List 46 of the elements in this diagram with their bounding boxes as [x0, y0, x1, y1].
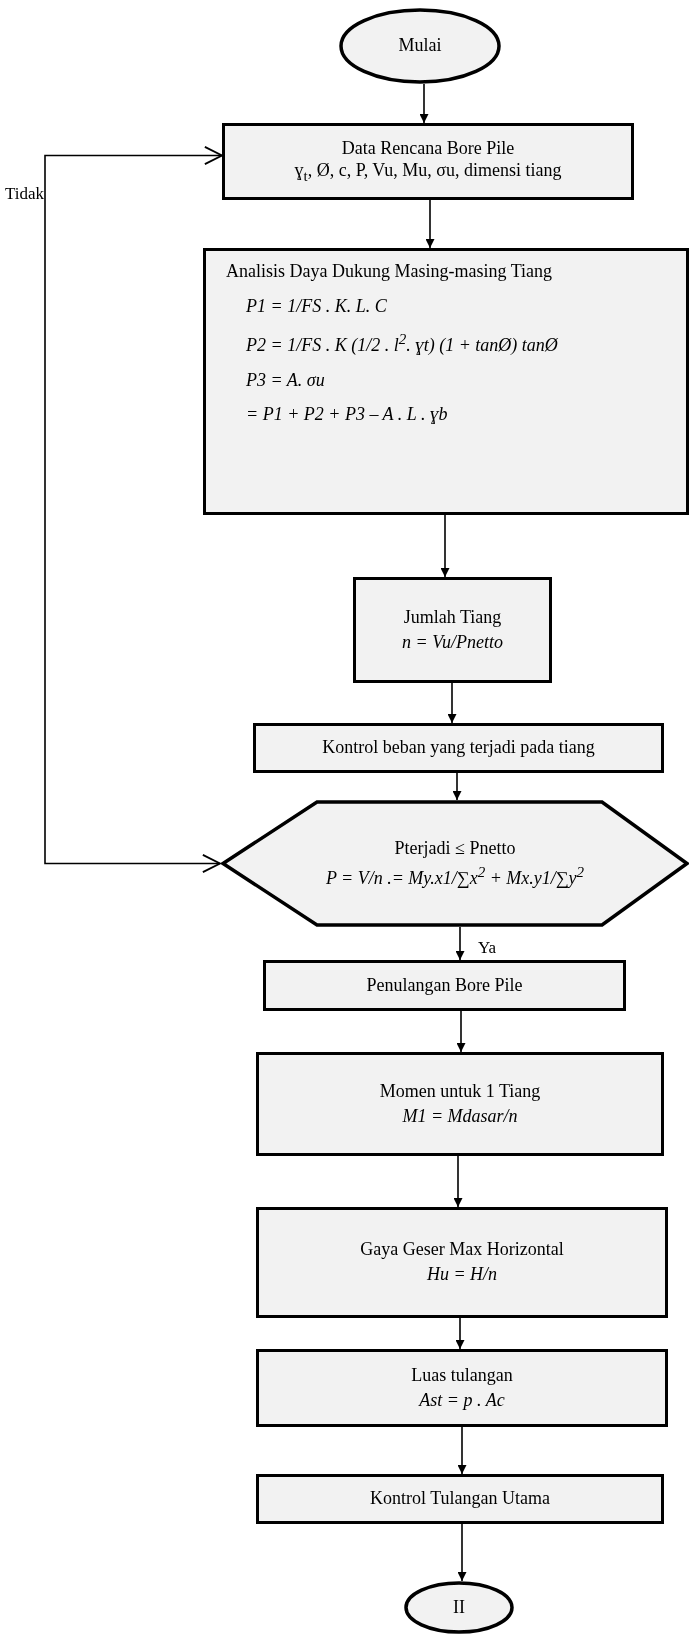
terminator-ellipse	[404, 1581, 514, 1634]
arrow	[457, 1523, 467, 1582]
formula: = P1 + P2 + P3 – A . L . ɣb	[246, 404, 448, 426]
arrow	[456, 1010, 466, 1053]
arrow	[455, 926, 465, 961]
step-label: Luas tulangan	[411, 1364, 513, 1387]
process-box	[203, 248, 689, 515]
terminator-ellipse	[339, 8, 501, 84]
arrow	[452, 772, 462, 801]
arrow	[425, 199, 435, 249]
formula: ɣ$_{t}$, Ø, c, P, Vu, Mu, σu, dimensi tiang	[294, 160, 562, 185]
arrow	[453, 1155, 463, 1208]
formula: Ast = p . Ac	[419, 1389, 505, 1412]
formula: M1 = Mdasar/n	[402, 1105, 518, 1128]
process-box	[256, 1052, 664, 1156]
process-box	[253, 723, 664, 773]
arrow	[447, 682, 457, 724]
formula: P1 = 1/FS . K. L. C	[246, 295, 387, 318]
process-box	[222, 123, 634, 200]
decision-hexagon	[221, 800, 689, 927]
arrow	[440, 514, 450, 578]
step-label: Mulai	[398, 35, 442, 57]
step-label: Gaya Geser Max Horizontal	[360, 1239, 564, 1261]
step-label: Pterjadi ≤ Pnetto	[394, 837, 516, 860]
formula: n = Vu/Pnetto	[402, 631, 503, 654]
step-label: Kontrol Tulangan Utama	[370, 1488, 550, 1510]
arrow	[419, 83, 429, 124]
step-label: Analisis Daya Dukung Masing-masing Tiang	[226, 261, 552, 283]
step-label: Kontrol beban yang terjadi pada tiang	[322, 737, 595, 759]
process-box	[263, 960, 626, 1011]
arrow	[457, 1426, 467, 1475]
process-box	[256, 1349, 668, 1427]
formula: P3 = A. σu	[246, 369, 325, 392]
step-label: Penulangan Bore Pile	[366, 974, 523, 997]
formula: P2 = 1/FS . K (1/2 . l$^{2}$. ɣt) (1 + tanØ) tanØ	[246, 330, 558, 357]
process-box	[353, 577, 552, 683]
formula: Hu = H/n	[426, 1264, 498, 1286]
arrow	[455, 1317, 465, 1350]
step-label: Data Rencana Bore Pile	[341, 138, 515, 160]
step-label: II	[453, 1596, 465, 1619]
process-box	[256, 1207, 668, 1318]
step-label: Momen untuk 1 Tiang	[379, 1080, 541, 1103]
process-box	[256, 1474, 664, 1524]
step-label: Jumlah Tiang	[403, 606, 502, 629]
formula: P = V/n .= My.x1/∑x$^{2}$ + Mx.y1/∑y$^{2}$	[325, 862, 585, 890]
arrow	[44, 146, 223, 873]
